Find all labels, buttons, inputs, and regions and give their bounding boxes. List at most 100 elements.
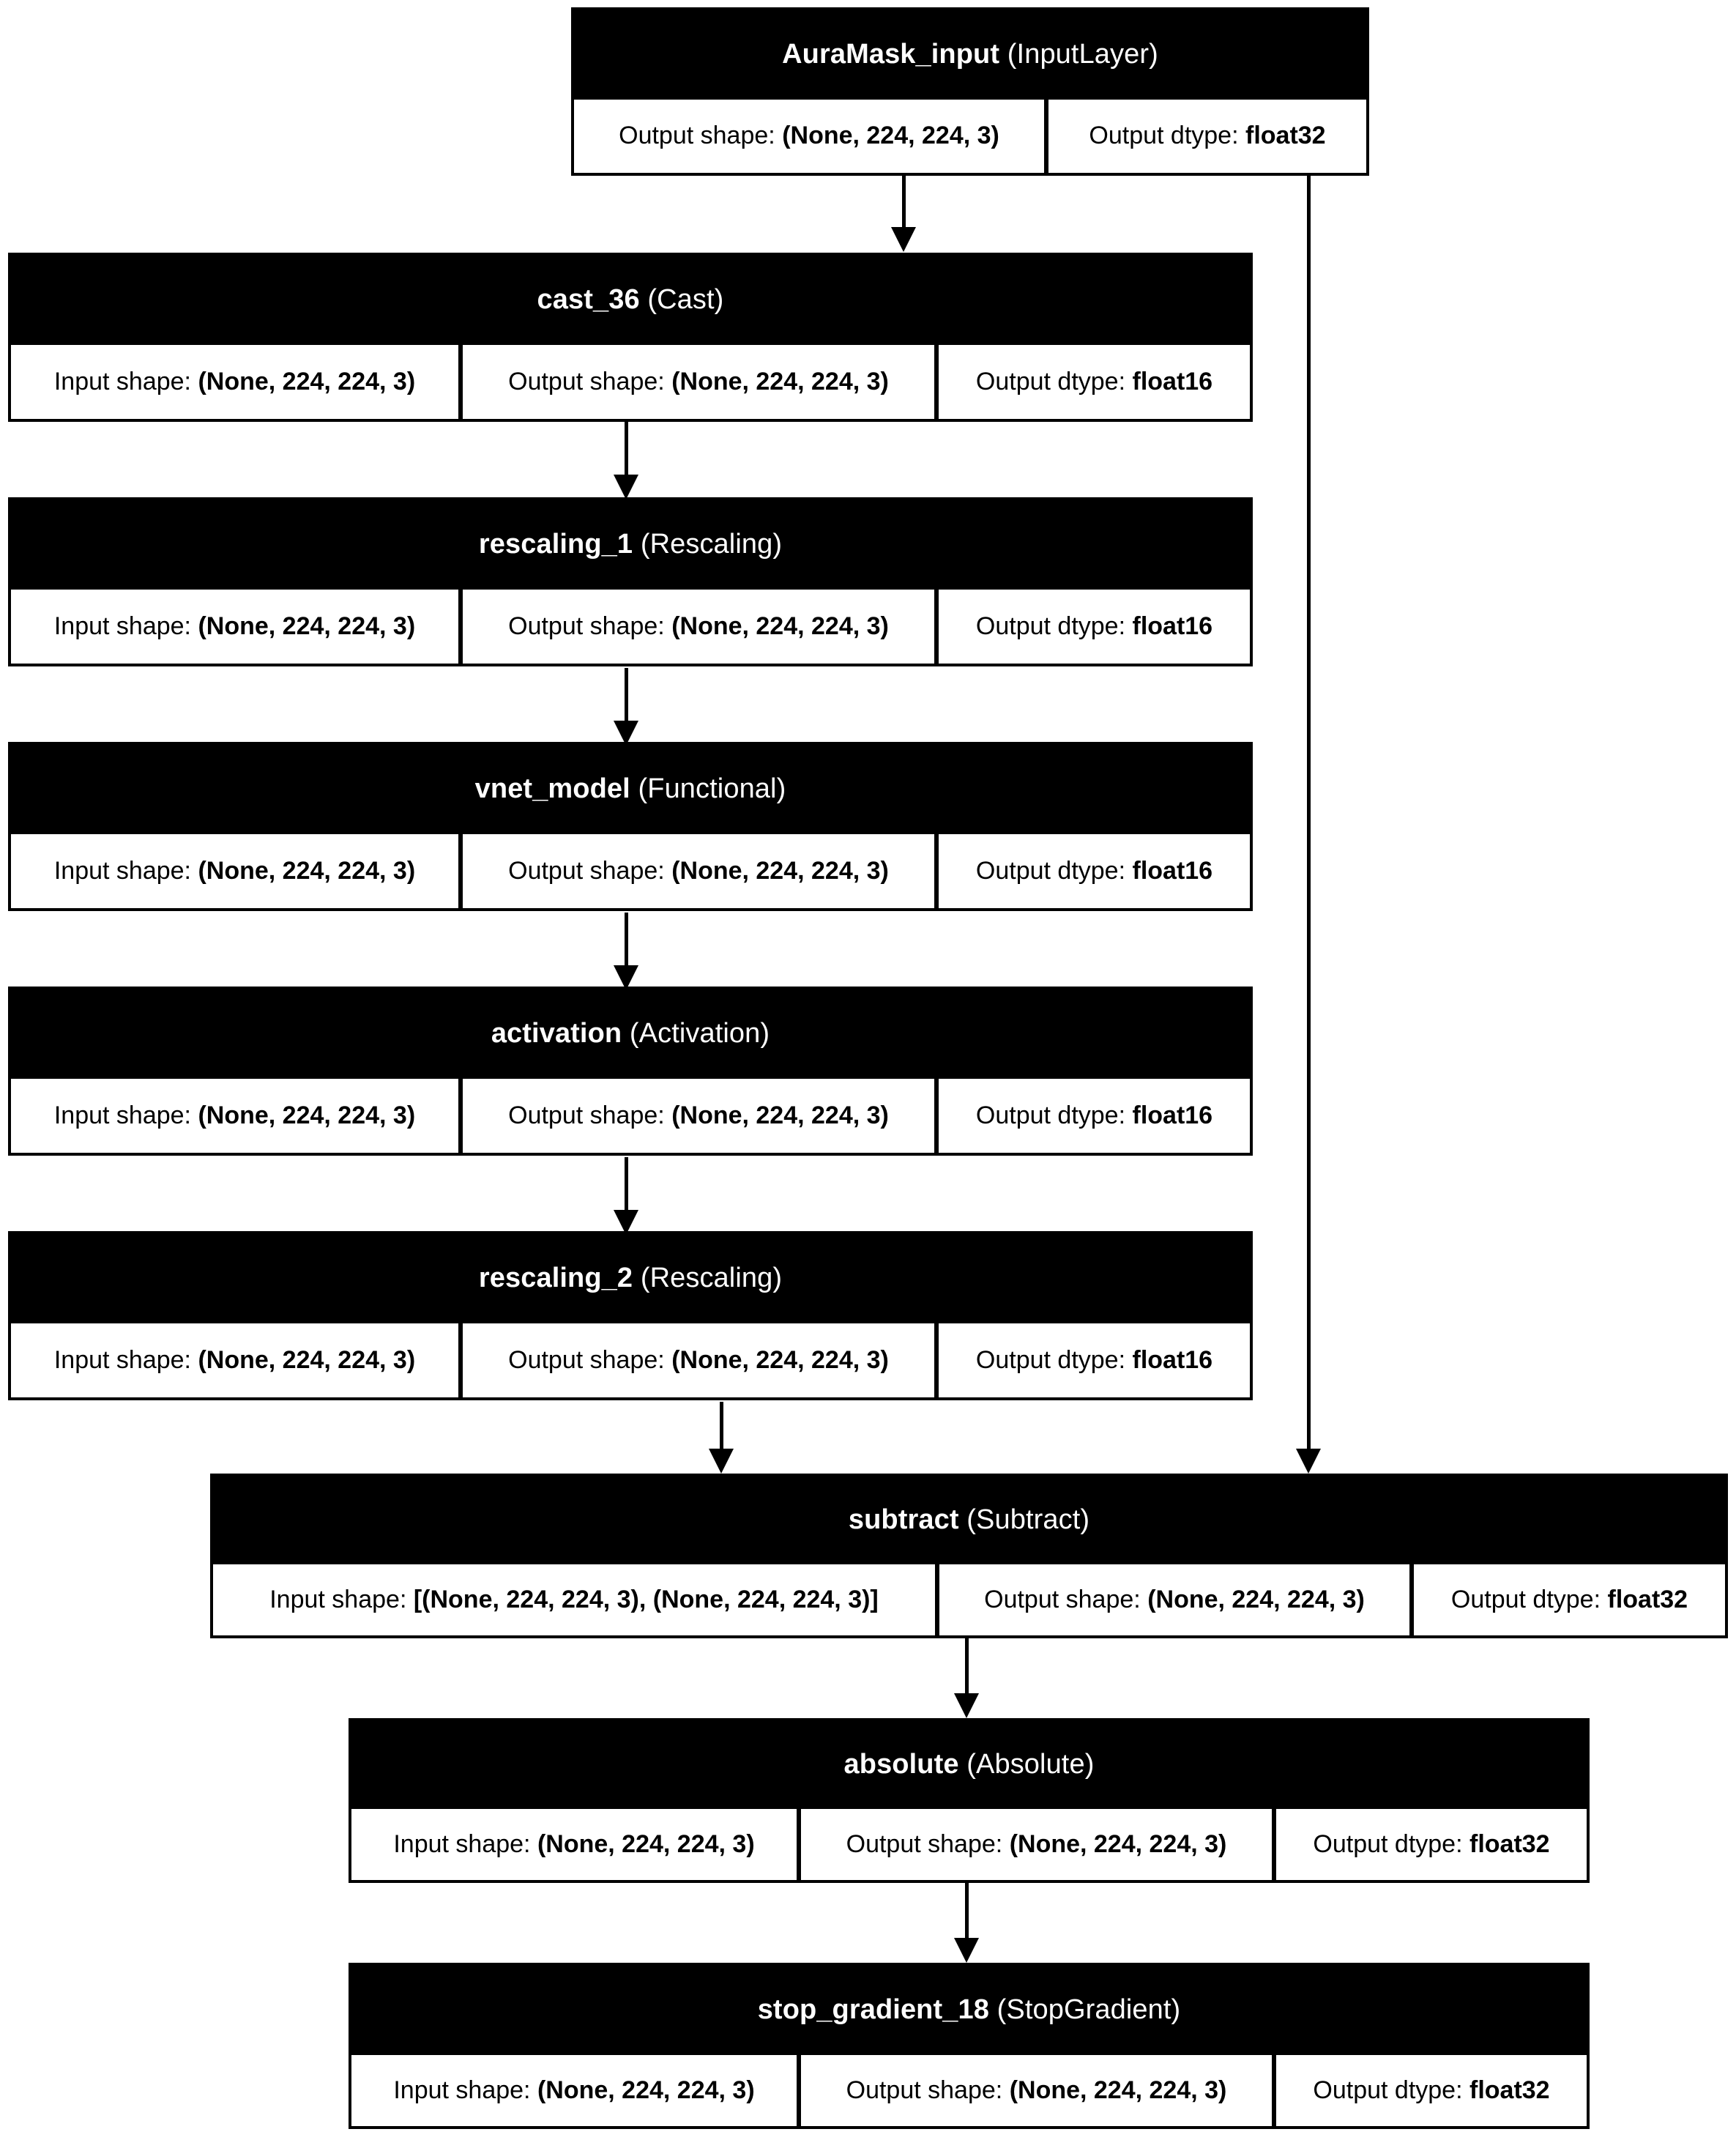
cell-value-output-shape: (None, 224, 224, 3) bbox=[671, 612, 889, 640]
cell-label-output-dtype: Output dtype: bbox=[1313, 1829, 1463, 1858]
node-name-cast-36: cast_36 bbox=[537, 284, 640, 316]
node-header-activation: activation (Activation) bbox=[11, 989, 1250, 1079]
cell-input-shape: Input shape: (None, 224, 224, 3) bbox=[351, 2055, 797, 2126]
cell-input-shape: Input shape: (None, 224, 224, 3) bbox=[11, 1323, 458, 1397]
cell-output-dtype: Output dtype: float16 bbox=[939, 1323, 1250, 1397]
node-type-auramask-input: (InputLayer) bbox=[1007, 39, 1158, 70]
cell-value-input-shape: [(None, 224, 224, 3), (None, 224, 224, 3… bbox=[413, 1585, 879, 1613]
node-type-rescaling-1: (Rescaling) bbox=[640, 529, 783, 560]
node-cells-rescaling-1: Input shape: (None, 224, 224, 3) Output … bbox=[11, 590, 1250, 664]
cell-value-output-shape: (None, 224, 224, 3) bbox=[782, 122, 999, 150]
cell-label-output-shape: Output shape: bbox=[984, 1585, 1141, 1613]
cell-output-shape: Output shape: (None, 224, 224, 3) bbox=[939, 1564, 1409, 1635]
node-header-stop-gradient-18: stop_gradient_18 (StopGradient) bbox=[351, 1966, 1587, 2055]
cell-label-output-dtype: Output dtype: bbox=[1313, 2076, 1463, 2104]
node-header-absolute: absolute (Absolute) bbox=[351, 1721, 1587, 1809]
node-cells-vnet-model: Input shape: (None, 224, 224, 3) Output … bbox=[11, 834, 1250, 908]
cell-output-dtype: Output dtype: float16 bbox=[939, 834, 1250, 908]
cell-label-output-dtype: Output dtype: bbox=[975, 367, 1126, 395]
cell-value-input-shape: (None, 224, 224, 3) bbox=[198, 1101, 416, 1129]
node-cells-auramask-input: Output shape: (None, 224, 224, 3) Output… bbox=[574, 100, 1366, 173]
cell-value-output-dtype: float16 bbox=[1132, 612, 1213, 640]
cell-label-input-shape: Input shape: bbox=[393, 2076, 531, 2104]
cell-value-output-dtype: float16 bbox=[1132, 367, 1213, 395]
cell-label-output-shape: Output shape: bbox=[846, 2076, 1003, 2104]
cell-value-input-shape: (None, 224, 224, 3) bbox=[198, 612, 416, 640]
cell-output-dtype: Output dtype: float32 bbox=[1414, 1564, 1725, 1635]
cell-input-shape: Input shape: (None, 224, 224, 3) bbox=[351, 1809, 797, 1880]
cell-label-input-shape: Input shape: bbox=[53, 612, 191, 640]
cell-output-dtype: Output dtype: float32 bbox=[1276, 2055, 1587, 2126]
node-cells-cast-36: Input shape: (None, 224, 224, 3) Output … bbox=[11, 345, 1250, 419]
cell-output-shape: Output shape: (None, 224, 224, 3) bbox=[801, 1809, 1272, 1880]
cell-value-output-shape: (None, 224, 224, 3) bbox=[671, 367, 889, 395]
cell-label-output-dtype: Output dtype: bbox=[975, 856, 1126, 885]
node-cells-subtract: Input shape: [(None, 224, 224, 3), (None… bbox=[213, 1564, 1725, 1635]
cell-value-output-shape: (None, 224, 224, 3) bbox=[1009, 1829, 1227, 1858]
node-rescaling-2[interactable]: rescaling_2 (Rescaling) Input shape: (No… bbox=[8, 1231, 1253, 1400]
cell-label-output-dtype: Output dtype: bbox=[1450, 1585, 1601, 1613]
cell-value-input-shape: (None, 224, 224, 3) bbox=[198, 856, 416, 885]
node-type-activation: (Activation) bbox=[629, 1018, 770, 1049]
cell-label-input-shape: Input shape: bbox=[53, 1101, 191, 1129]
cell-value-output-dtype: float16 bbox=[1132, 1345, 1213, 1374]
node-type-subtract: (Subtract) bbox=[966, 1504, 1090, 1536]
cell-label-input-shape: Input shape: bbox=[393, 1829, 531, 1858]
cell-value-output-shape: (None, 224, 224, 3) bbox=[671, 1345, 889, 1374]
cell-input-shape: Input shape: (None, 224, 224, 3) bbox=[11, 345, 458, 419]
node-type-cast-36: (Cast) bbox=[647, 284, 724, 316]
cell-label-output-dtype: Output dtype: bbox=[1089, 122, 1239, 150]
node-auramask-input[interactable]: AuraMask_input (InputLayer) Output shape… bbox=[571, 7, 1369, 176]
cell-output-shape: Output shape: (None, 224, 224, 3) bbox=[463, 590, 934, 664]
cell-label-output-shape: Output shape: bbox=[508, 856, 665, 885]
cell-output-shape: Output shape: (None, 224, 224, 3) bbox=[463, 1323, 934, 1397]
node-header-rescaling-2: rescaling_2 (Rescaling) bbox=[11, 1234, 1250, 1323]
node-type-stop-gradient-18: (StopGradient) bbox=[996, 1994, 1181, 2026]
node-header-vnet-model: vnet_model (Functional) bbox=[11, 745, 1250, 834]
node-name-subtract: subtract bbox=[848, 1504, 959, 1536]
cell-output-dtype: Output dtype: float16 bbox=[939, 590, 1250, 664]
node-absolute[interactable]: absolute (Absolute) Input shape: (None, … bbox=[349, 1718, 1590, 1883]
node-name-activation: activation bbox=[491, 1018, 622, 1049]
cell-input-shape: Input shape: (None, 224, 224, 3) bbox=[11, 1079, 458, 1153]
node-subtract[interactable]: subtract (Subtract) Input shape: [(None,… bbox=[210, 1474, 1728, 1638]
node-type-rescaling-2: (Rescaling) bbox=[640, 1263, 783, 1294]
cell-input-shape: Input shape: (None, 224, 224, 3) bbox=[11, 590, 458, 664]
cell-label-output-dtype: Output dtype: bbox=[975, 1345, 1126, 1374]
cell-value-output-shape: (None, 224, 224, 3) bbox=[671, 1101, 889, 1129]
cell-value-input-shape: (None, 224, 224, 3) bbox=[198, 1345, 416, 1374]
node-name-vnet-model: vnet_model bbox=[474, 773, 630, 805]
cell-input-shape: Input shape: (None, 224, 224, 3) bbox=[11, 834, 458, 908]
node-name-absolute: absolute bbox=[843, 1749, 959, 1780]
node-vnet-model[interactable]: vnet_model (Functional) Input shape: (No… bbox=[8, 742, 1253, 911]
node-cast-36[interactable]: cast_36 (Cast) Input shape: (None, 224, … bbox=[8, 253, 1253, 422]
node-header-rescaling-1: rescaling_1 (Rescaling) bbox=[11, 500, 1250, 590]
cell-label-input-shape: Input shape: bbox=[269, 1585, 407, 1613]
cell-value-output-shape: (None, 224, 224, 3) bbox=[1009, 2076, 1227, 2104]
node-stop-gradient-18[interactable]: stop_gradient_18 (StopGradient) Input sh… bbox=[349, 1963, 1590, 2129]
node-name-stop-gradient-18: stop_gradient_18 bbox=[757, 1994, 989, 2026]
node-name-rescaling-2: rescaling_2 bbox=[478, 1263, 633, 1294]
cell-label-input-shape: Input shape: bbox=[53, 1345, 191, 1374]
cell-label-input-shape: Input shape: bbox=[53, 856, 191, 885]
node-rescaling-1[interactable]: rescaling_1 (Rescaling) Input shape: (No… bbox=[8, 497, 1253, 666]
cell-output-shape: Output shape: (None, 224, 224, 3) bbox=[574, 100, 1044, 173]
cell-value-input-shape: (None, 224, 224, 3) bbox=[537, 2076, 755, 2104]
cell-label-output-shape: Output shape: bbox=[508, 367, 665, 395]
cell-label-output-shape: Output shape: bbox=[619, 122, 775, 150]
node-activation[interactable]: activation (Activation) Input shape: (No… bbox=[8, 987, 1253, 1156]
cell-output-dtype: Output dtype: float16 bbox=[939, 1079, 1250, 1153]
node-header-cast-36: cast_36 (Cast) bbox=[11, 256, 1250, 345]
cell-label-output-shape: Output shape: bbox=[508, 612, 665, 640]
node-cells-rescaling-2: Input shape: (None, 224, 224, 3) Output … bbox=[11, 1323, 1250, 1397]
node-header-auramask-input: AuraMask_input (InputLayer) bbox=[574, 10, 1366, 100]
node-type-absolute: (Absolute) bbox=[966, 1749, 1095, 1780]
cell-output-dtype: Output dtype: float32 bbox=[1276, 1809, 1587, 1880]
node-name-auramask-input: AuraMask_input bbox=[782, 39, 1000, 70]
cell-label-input-shape: Input shape: bbox=[53, 367, 191, 395]
node-type-vnet-model: (Functional) bbox=[638, 773, 786, 805]
node-cells-absolute: Input shape: (None, 224, 224, 3) Output … bbox=[351, 1809, 1587, 1880]
cell-output-dtype: Output dtype: float16 bbox=[939, 345, 1250, 419]
cell-value-output-shape: (None, 224, 224, 3) bbox=[1147, 1585, 1365, 1613]
